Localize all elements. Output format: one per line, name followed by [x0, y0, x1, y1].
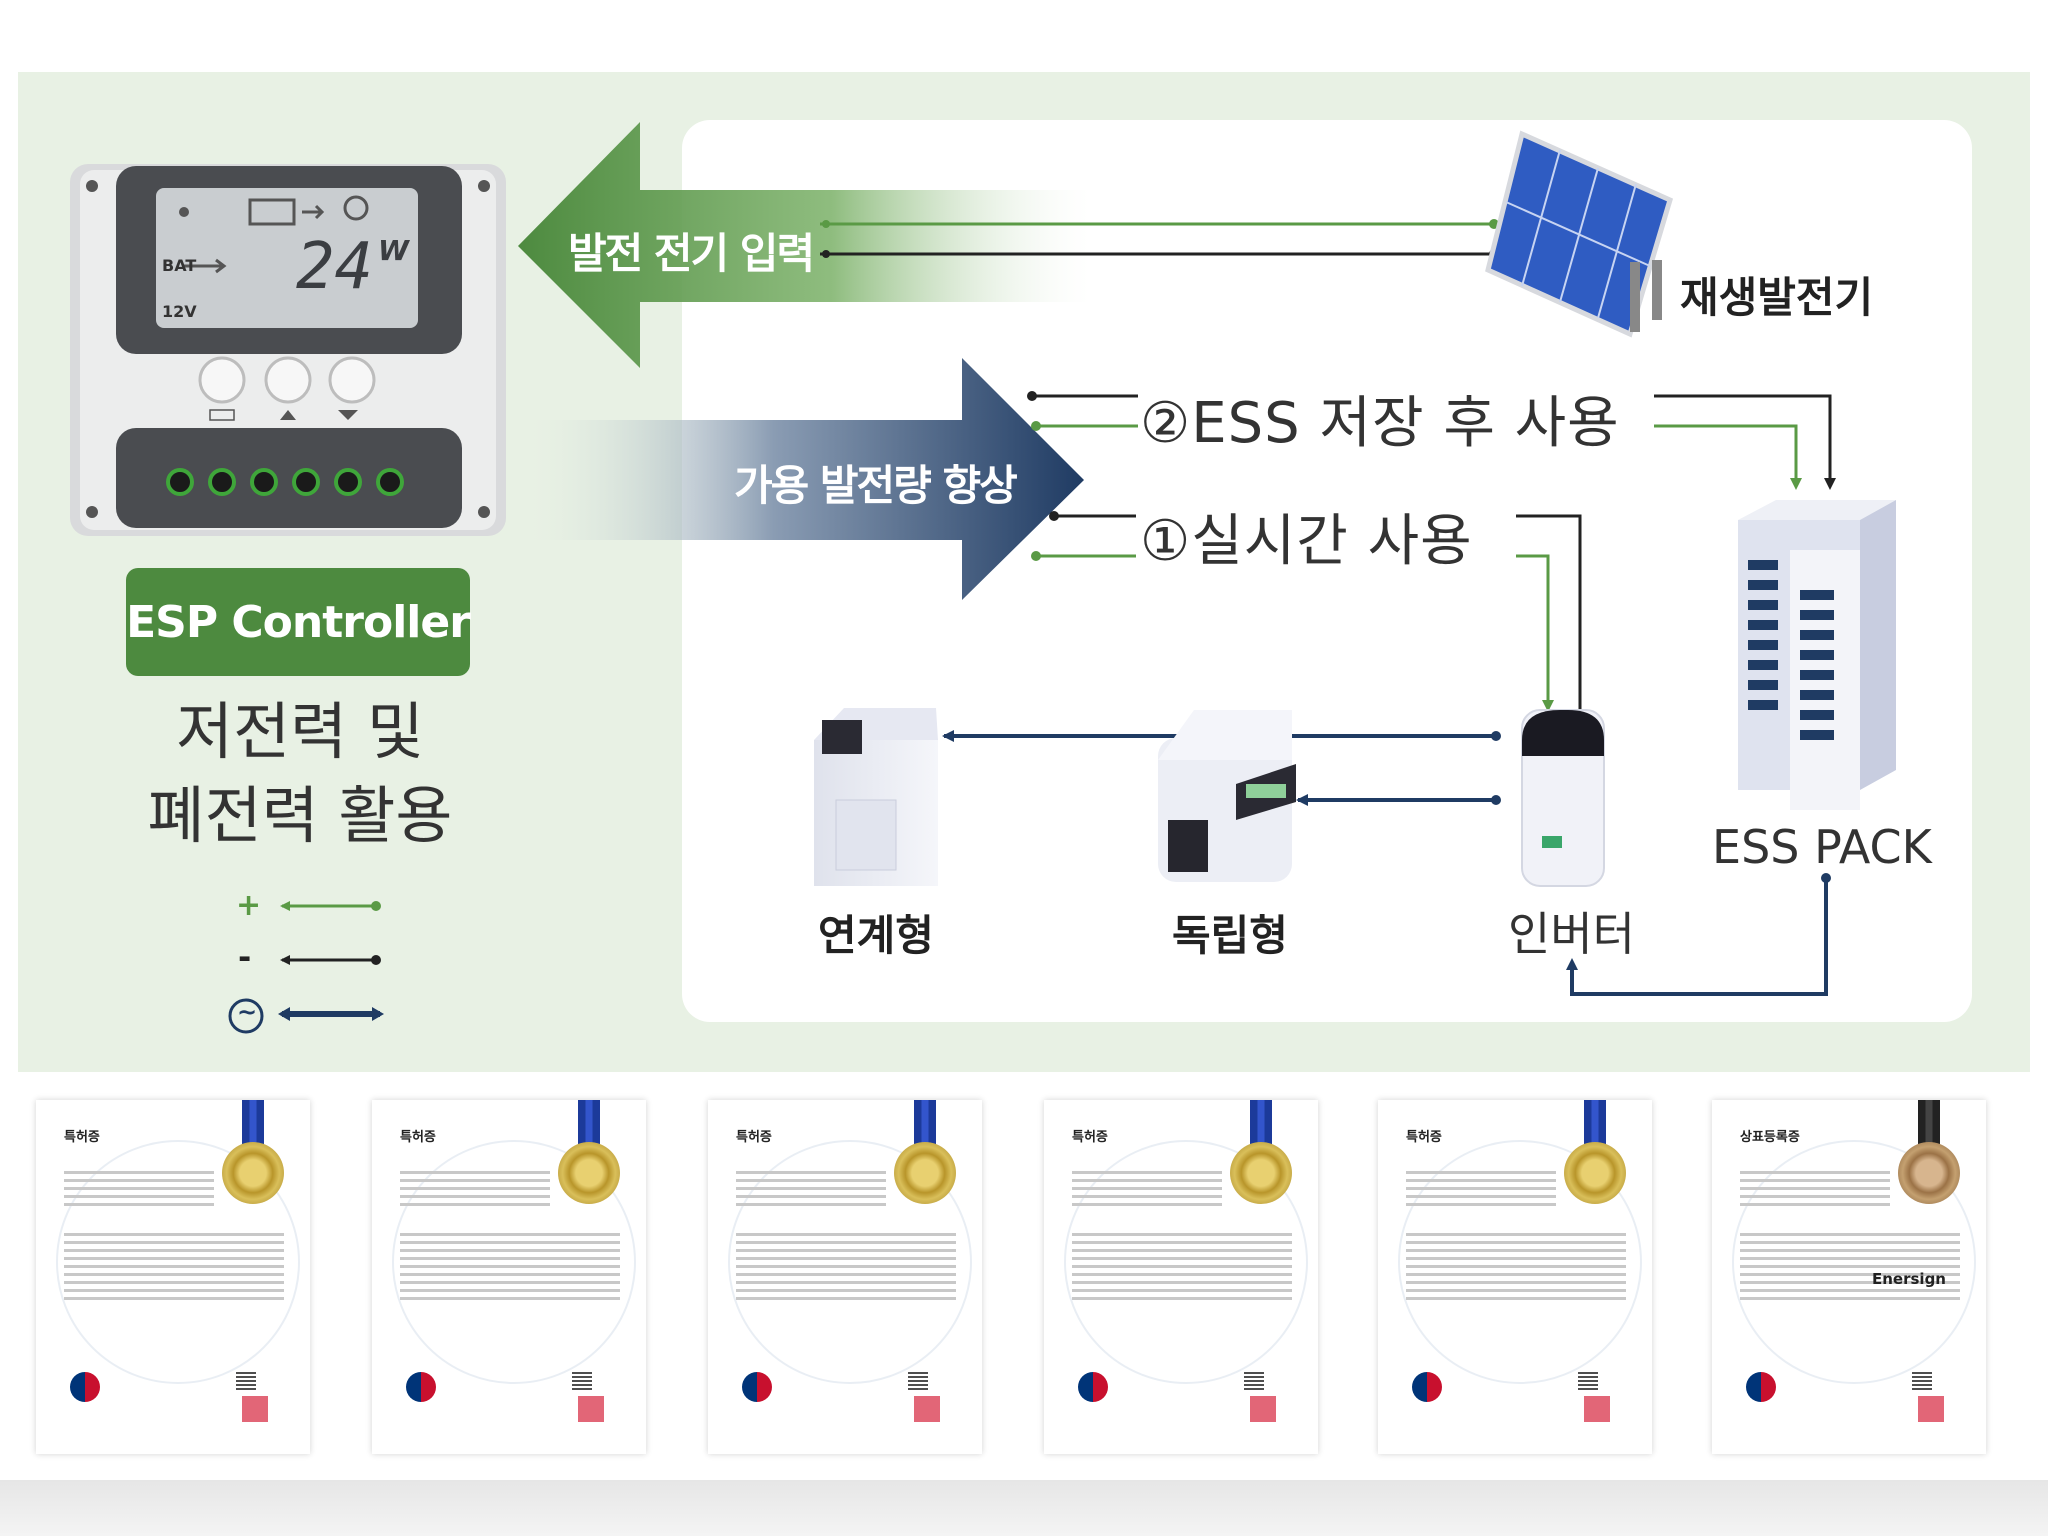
certificate-4[interactable]: 특허증 — [1044, 1100, 1318, 1454]
certificate-body — [736, 1228, 956, 1305]
certificate-2[interactable]: 특허증 — [372, 1100, 646, 1454]
bronze-seal-icon — [1898, 1142, 1960, 1204]
realtime-flow-label: ①실시간 사용 — [1140, 509, 1473, 574]
certificate-5[interactable]: 특허증 — [1378, 1100, 1652, 1454]
certificate-fields — [1406, 1166, 1556, 1211]
certificate-body — [1406, 1228, 1626, 1305]
ess-pack-device — [1738, 500, 1896, 810]
certificate-6[interactable]: 상표등록증 Enersign — [1712, 1100, 1986, 1454]
lcd-power-unit: W — [378, 234, 409, 267]
certificate-fields — [400, 1166, 550, 1211]
standalone-device — [1158, 710, 1296, 882]
legend-minus-symbol: - — [238, 938, 252, 976]
certificate-body — [1740, 1228, 1960, 1305]
desc-line-2: 폐전력 활용 — [147, 779, 453, 852]
certificate-fields — [1740, 1166, 1890, 1211]
certificate-title: 특허증 — [736, 1130, 772, 1145]
standalone-label: 독립형 — [1172, 911, 1288, 960]
official-stamp-icon — [1584, 1396, 1610, 1422]
improve-arrow — [520, 358, 1084, 600]
globe-watermark — [56, 1140, 300, 1384]
certificate-fields — [736, 1166, 886, 1211]
ess-store-flow-label: ②ESS 저장 후 사용 — [1140, 391, 1620, 456]
legend-plus-symbol: + — [236, 888, 262, 923]
gold-seal-icon — [1564, 1142, 1626, 1204]
gold-seal-icon — [1230, 1142, 1292, 1204]
certificate-title: 특허증 — [64, 1130, 100, 1145]
qr-code-icon — [572, 1370, 592, 1390]
kipo-logo-icon — [1746, 1372, 1776, 1402]
gold-seal-icon — [894, 1142, 956, 1204]
qr-code-icon — [236, 1370, 256, 1390]
globe-watermark — [1064, 1140, 1308, 1384]
official-stamp-icon — [578, 1396, 604, 1422]
solar-panel-device — [1485, 130, 1674, 338]
improve-arrow-label: 가용 발전량 향상 — [734, 461, 1018, 510]
official-stamp-icon — [242, 1396, 268, 1422]
qr-code-icon — [1244, 1370, 1264, 1390]
certificate-title: 특허증 — [400, 1130, 436, 1145]
kipo-logo-icon — [70, 1372, 100, 1402]
esp-controller-description: 저전력 및 폐전력 활용 — [100, 690, 500, 858]
kipo-logo-icon — [406, 1372, 436, 1402]
certificate-title: 특허증 — [1406, 1130, 1442, 1145]
kipo-logo-icon — [742, 1372, 772, 1402]
lcd-bat-label: BAT — [162, 256, 197, 275]
certificate-body — [400, 1228, 620, 1305]
certificate-body — [64, 1228, 284, 1305]
certificate-title: 특허증 — [1072, 1130, 1108, 1145]
certificate-body — [1072, 1228, 1292, 1305]
official-stamp-icon — [1918, 1396, 1944, 1422]
globe-watermark — [728, 1140, 972, 1384]
input-arrow-label: 발전 전기 입력 — [568, 229, 815, 278]
esp-controller-badge: ESP Controller — [126, 568, 471, 676]
solar-label: 재생발전기 — [1680, 273, 1874, 322]
official-stamp-icon — [914, 1396, 940, 1422]
kipo-logo-icon — [1078, 1372, 1108, 1402]
esp-controller-device — [70, 164, 506, 536]
input-arrow — [518, 122, 1090, 368]
lcd-power-value: 24 — [296, 230, 374, 304]
kipo-logo-icon — [1412, 1372, 1442, 1402]
trademark-brand: Enersign — [1872, 1270, 1946, 1288]
qr-code-icon — [1912, 1370, 1932, 1390]
gold-seal-icon — [222, 1142, 284, 1204]
certificate-fields — [1072, 1166, 1222, 1211]
certificate-1[interactable]: 특허증 — [36, 1100, 310, 1454]
official-stamp-icon — [1250, 1396, 1276, 1422]
qr-code-icon — [908, 1370, 928, 1390]
inverter-label: 인버터 — [1508, 907, 1635, 961]
legend-ac-symbol: ~ — [237, 998, 258, 1026]
certificate-title: 상표등록증 — [1740, 1130, 1800, 1145]
legend-graphics — [228, 901, 384, 1034]
certificate-3[interactable]: 특허증 — [708, 1100, 982, 1454]
gold-seal-icon — [558, 1142, 620, 1204]
grid-tie-label: 연계형 — [818, 911, 934, 960]
desc-line-1: 저전력 및 — [176, 695, 424, 768]
ess-pack-label: ESS PACK — [1712, 820, 1932, 874]
globe-watermark — [1732, 1140, 1976, 1384]
globe-watermark — [392, 1140, 636, 1384]
qr-code-icon — [1578, 1370, 1598, 1390]
display-floor — [0, 1480, 2048, 1536]
certificate-fields — [64, 1166, 214, 1211]
globe-watermark — [1398, 1140, 1642, 1384]
lcd-voltage-label: 12V — [162, 302, 197, 321]
inverter-device — [1521, 709, 1605, 887]
grid-tie-device — [814, 708, 938, 886]
